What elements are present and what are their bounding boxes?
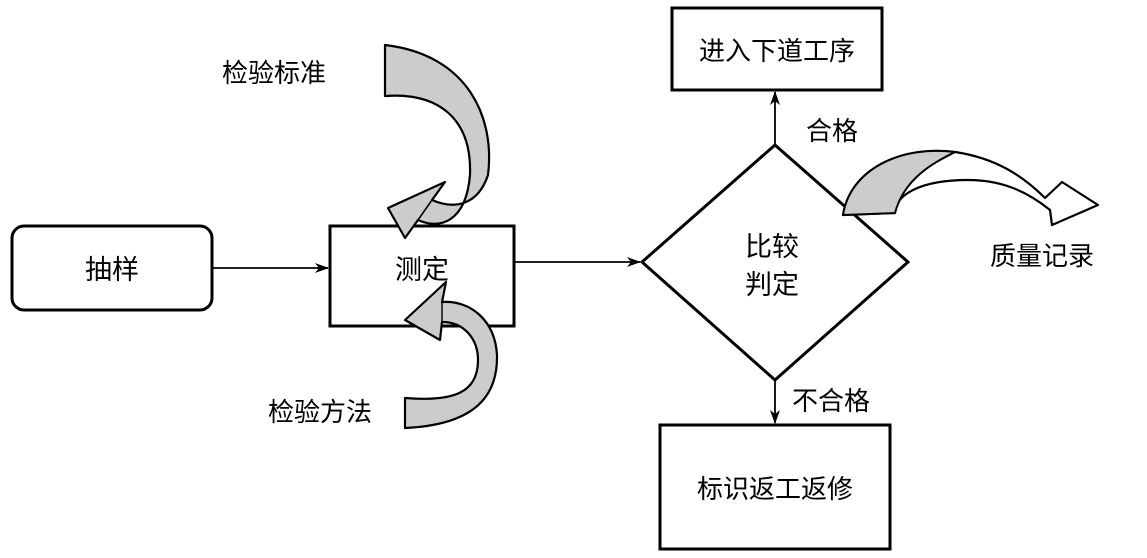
unqualified-label: 不合格 <box>792 387 870 417</box>
curved-arrow-method <box>403 280 499 430</box>
rework-box <box>658 423 892 551</box>
decision-label-line1: 比较 <box>745 232 799 263</box>
curved-arrow-icon <box>403 280 499 430</box>
inspection-standard-label: 检验标准 <box>222 59 326 89</box>
next-process-label: 进入下道工序 <box>699 37 855 67</box>
qualified-label: 合格 <box>806 117 858 147</box>
decision-label-line2: 判定 <box>745 270 799 301</box>
rework-label: 标识返工返修 <box>697 475 853 505</box>
sampling-label: 抽样 <box>85 255 139 286</box>
next-process-box <box>670 6 884 92</box>
curved-arrow-icon <box>841 149 1100 227</box>
curved-arrow-standard <box>383 43 491 240</box>
measure-label: 测定 <box>395 255 449 286</box>
curved-arrow-icon <box>383 43 491 240</box>
inspection-method-label: 检验方法 <box>268 398 372 428</box>
quality-record-label: 质量记录 <box>990 242 1094 272</box>
